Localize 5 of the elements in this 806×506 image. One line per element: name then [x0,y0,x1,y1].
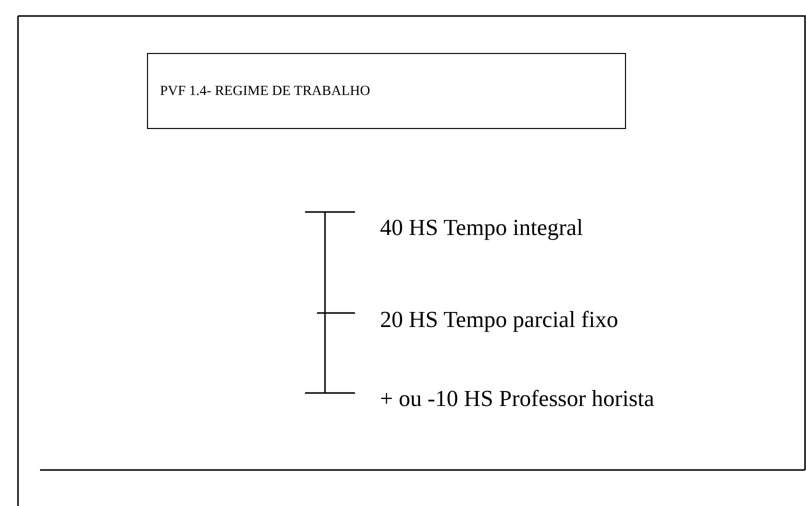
title-text: PVF 1.4- REGIME DE TRABALHO [160,82,370,100]
scale-label: 20 HS Tempo parcial fixo [380,306,618,334]
title-box [147,53,626,129]
scale-label: + ou -10 HS Professor horista [380,385,654,413]
scale-label: 40 HS Tempo integral [380,214,584,242]
